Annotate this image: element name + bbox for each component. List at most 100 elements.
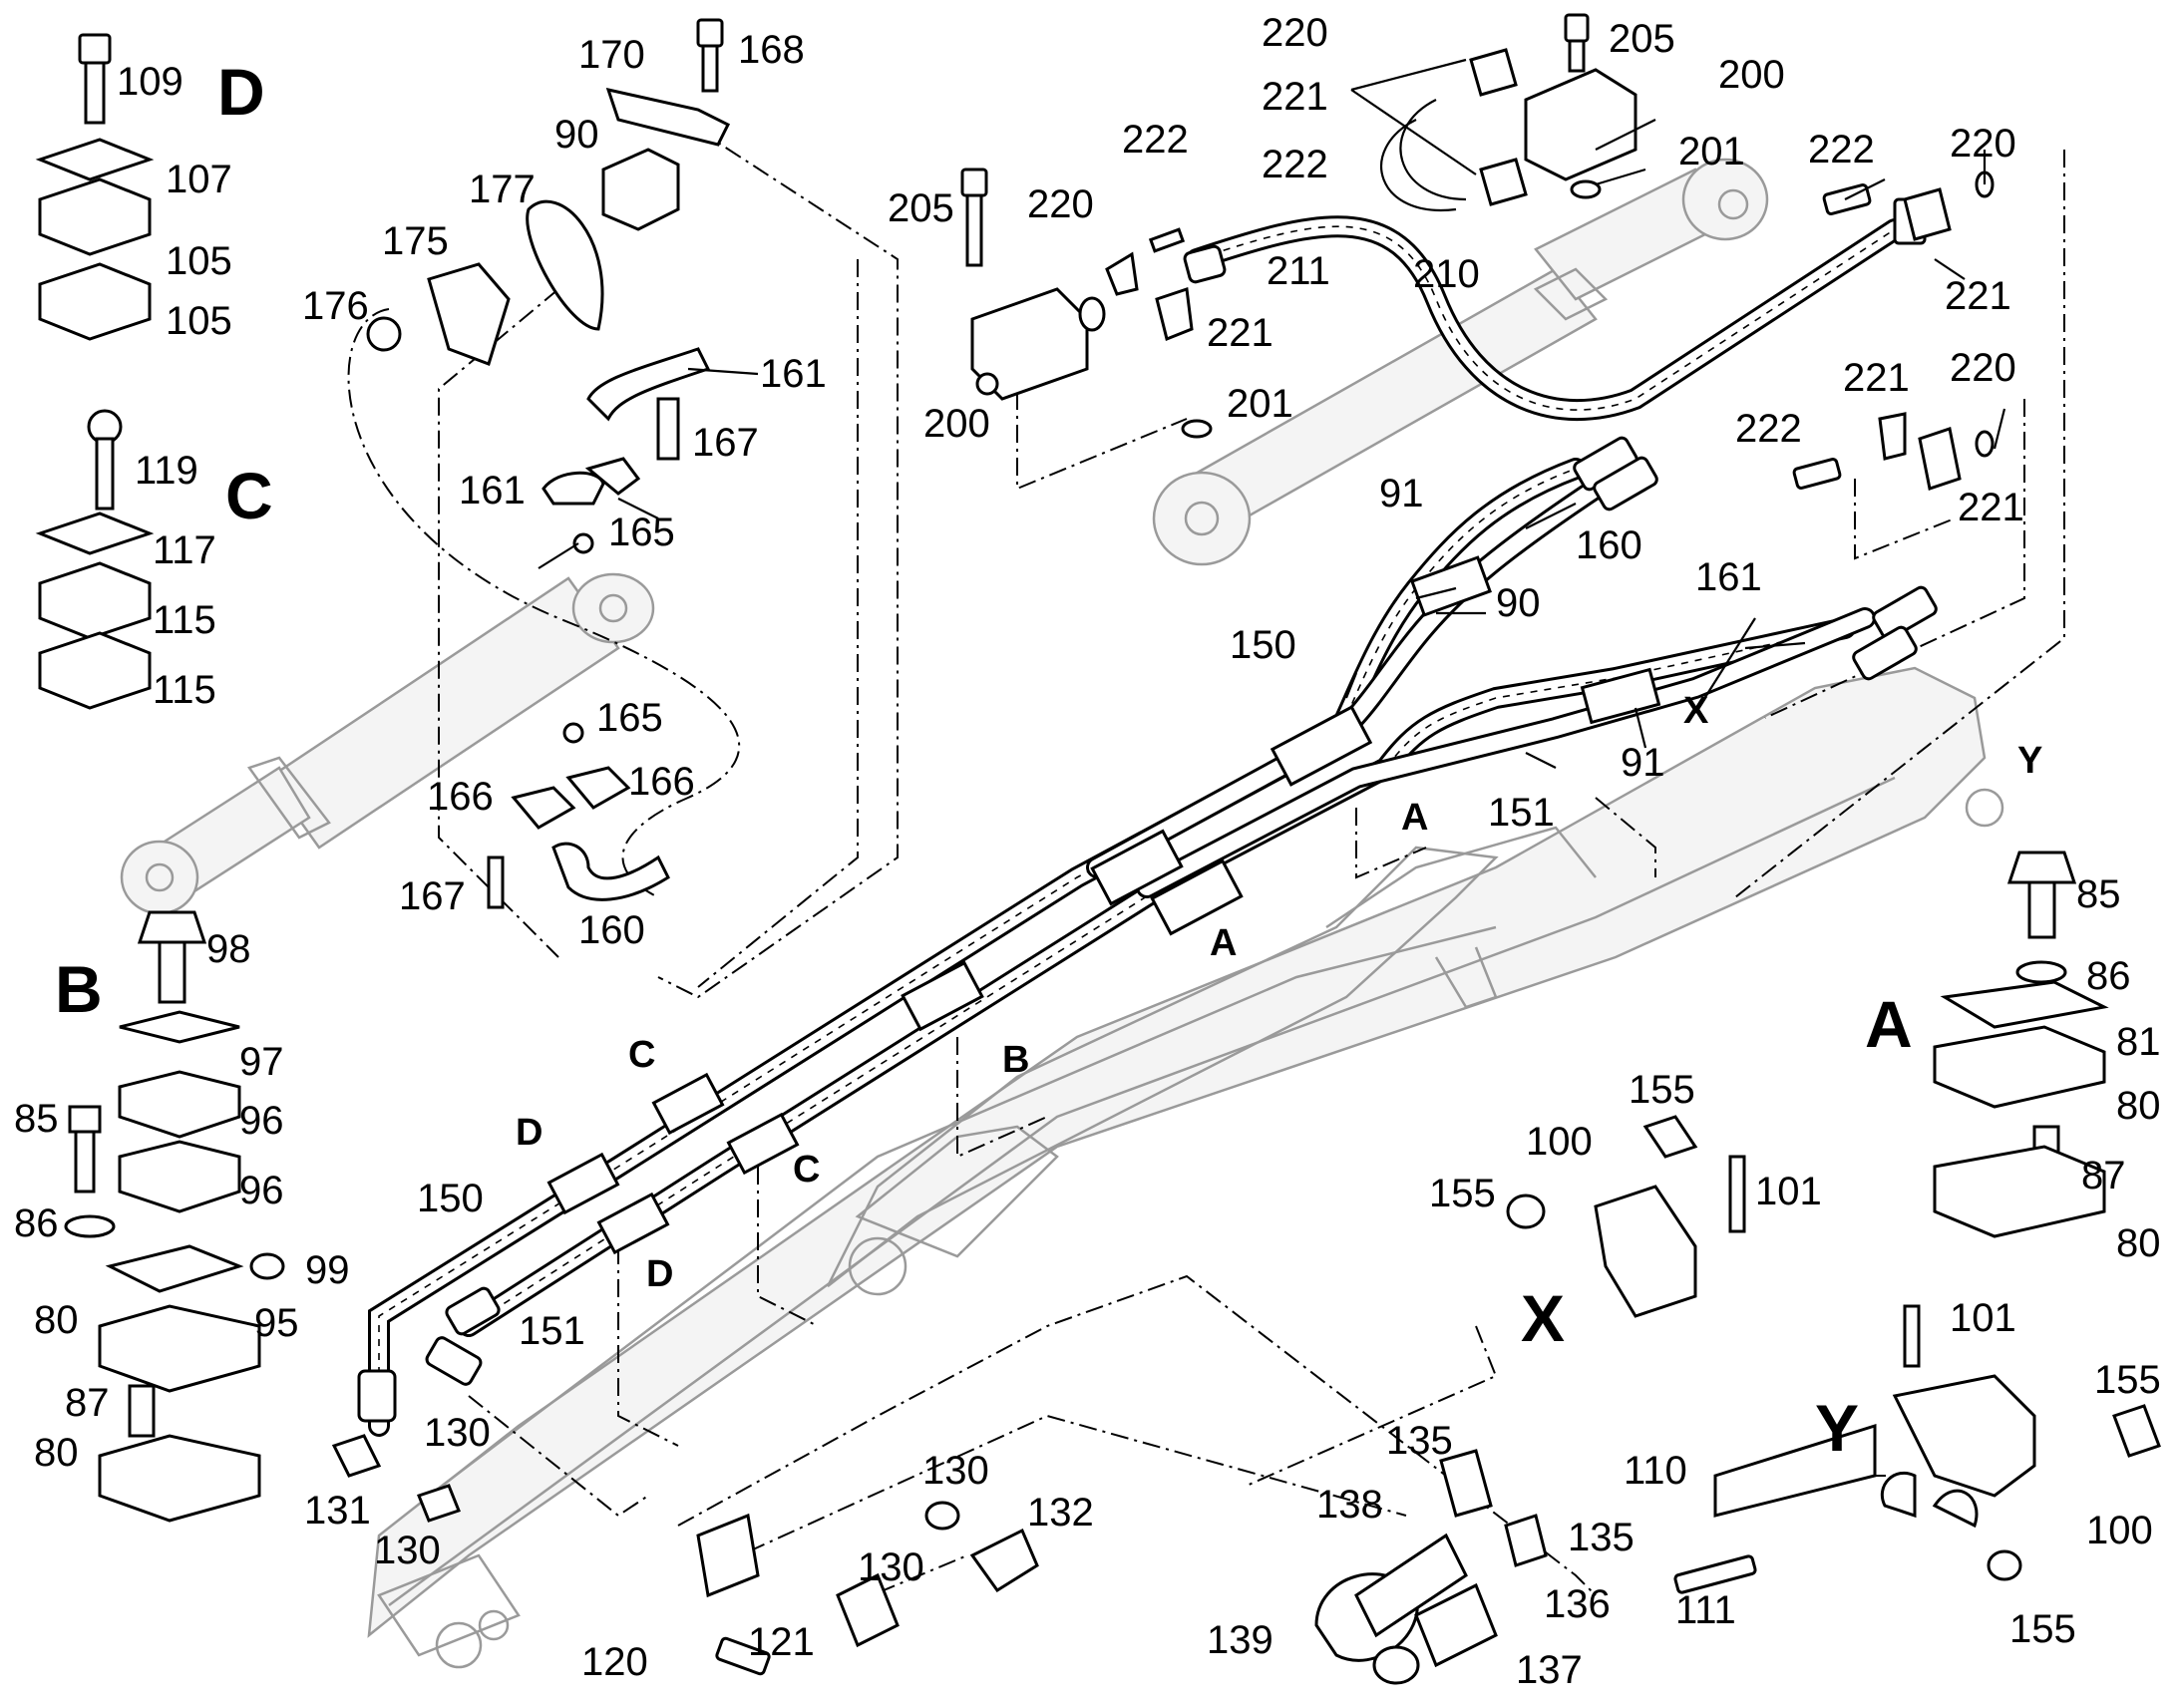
callout-222: 222 [1735, 407, 1802, 451]
leader-lines [538, 58, 2006, 769]
callout-131: 131 [304, 1489, 371, 1533]
callout-211: 211 [1267, 249, 1330, 293]
assembly-lines [347, 129, 2065, 1606]
callout-139: 139 [1207, 1618, 1273, 1662]
callout-220: 220 [1950, 346, 2016, 390]
marker-a-lower: A [1210, 922, 1237, 964]
callout-119: 119 [135, 449, 198, 493]
callout-107: 107 [166, 158, 232, 201]
clamp-stack-b [64, 910, 285, 1523]
callout-100: 100 [1526, 1120, 1593, 1164]
callout-91: 91 [1379, 472, 1424, 515]
callout-136: 136 [1544, 1582, 1611, 1626]
callout-121: 121 [748, 1620, 815, 1664]
callout-95: 95 [254, 1301, 299, 1345]
marker-d-left: D [516, 1112, 543, 1154]
callout-111: 111 [1675, 1588, 1736, 1632]
callout-168: 168 [738, 28, 805, 72]
callout-86: 86 [14, 1201, 59, 1245]
callout-80: 80 [2116, 1221, 2161, 1265]
callout-151: 151 [1488, 791, 1555, 835]
part-callouts: 109 107 105 105 119 117 115 115 98 97 96… [14, 11, 2161, 1692]
marker-y: Y [2017, 740, 2042, 782]
callout-105: 105 [166, 239, 232, 283]
callout-167: 167 [692, 421, 759, 465]
callout-97: 97 [239, 1040, 284, 1084]
callout-175: 175 [382, 219, 449, 263]
callout-115: 115 [153, 668, 216, 712]
callout-115: 115 [153, 598, 216, 642]
callout-161: 161 [1695, 555, 1762, 599]
callout-221: 221 [1843, 356, 1910, 400]
callout-138: 138 [1316, 1483, 1383, 1527]
section-a: A [1865, 987, 1913, 1061]
section-b: B [55, 952, 103, 1026]
hose-clamps [546, 555, 1661, 1255]
marker-a-upper: A [1401, 797, 1428, 839]
location-markers: A A B C C D D X Y [516, 690, 2042, 1295]
callout-205: 205 [1609, 17, 1675, 61]
callout-170: 170 [578, 33, 645, 77]
callout-155: 155 [2009, 1607, 2076, 1651]
callout-90: 90 [554, 113, 599, 157]
callout-222: 222 [1122, 118, 1189, 162]
callout-100: 100 [2086, 1509, 2153, 1552]
clamp-stack-c [35, 409, 155, 710]
callout-91: 91 [1621, 741, 1665, 785]
callout-101: 101 [1755, 1170, 1822, 1213]
callout-80: 80 [34, 1431, 79, 1475]
callout-96: 96 [239, 1169, 284, 1212]
callout-155: 155 [1429, 1172, 1496, 1215]
callout-166: 166 [427, 775, 494, 819]
lower-parts [331, 1115, 2161, 1685]
callout-220: 220 [1027, 182, 1094, 226]
callout-86: 86 [2086, 954, 2131, 998]
callout-87: 87 [2081, 1154, 2126, 1197]
callout-130: 130 [922, 1449, 989, 1493]
callout-120: 120 [581, 1640, 648, 1684]
clamp-stack-d [35, 33, 155, 341]
marker-d-right: D [646, 1253, 673, 1295]
callout-132: 132 [1027, 1491, 1094, 1535]
callout-165: 165 [608, 511, 675, 554]
callout-130: 130 [858, 1545, 924, 1589]
callout-99: 99 [305, 1248, 350, 1292]
marker-x: X [1683, 690, 1709, 732]
callout-210: 210 [1413, 252, 1480, 296]
callout-150: 150 [417, 1177, 484, 1220]
marker-c-right: C [793, 1149, 820, 1191]
callout-220: 220 [1262, 11, 1328, 55]
callout-80: 80 [2116, 1084, 2161, 1128]
callout-130: 130 [424, 1411, 491, 1455]
callout-177: 177 [469, 168, 536, 211]
hose-lines [368, 99, 1906, 1437]
marker-b: B [1002, 1039, 1029, 1081]
callout-221: 221 [1958, 486, 2024, 529]
clamp-stack-a [1933, 851, 2109, 1238]
callout-98: 98 [206, 927, 251, 971]
section-c: C [225, 459, 273, 532]
callout-161: 161 [459, 469, 526, 512]
callout-201: 201 [1678, 130, 1745, 173]
section-d: D [217, 55, 265, 129]
callout-135: 135 [1386, 1419, 1453, 1463]
callout-150: 150 [1230, 623, 1296, 667]
callout-165: 165 [596, 696, 663, 740]
callout-222: 222 [1808, 128, 1875, 171]
boom-cylinder-ghost [1152, 158, 1769, 566]
callout-222: 222 [1262, 143, 1328, 186]
callout-166: 166 [628, 760, 695, 804]
callout-167: 167 [399, 874, 466, 918]
callout-200: 200 [1718, 53, 1785, 97]
callout-176: 176 [302, 284, 369, 328]
callout-160: 160 [1576, 523, 1642, 567]
callout-161: 161 [760, 352, 827, 396]
callout-221: 221 [1262, 75, 1328, 119]
callout-160: 160 [578, 908, 645, 952]
callout-220: 220 [1950, 122, 2016, 166]
callout-117: 117 [153, 528, 216, 572]
section-letters: D C B A X Y [55, 55, 1913, 1465]
callout-221: 221 [1207, 311, 1273, 355]
section-y: Y [1815, 1391, 1859, 1465]
